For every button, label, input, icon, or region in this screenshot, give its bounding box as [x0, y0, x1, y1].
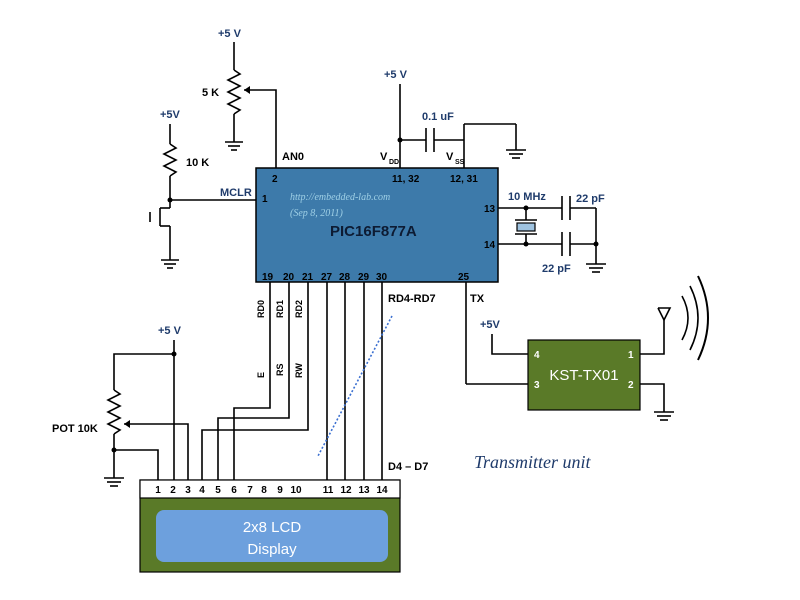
lcd-pin-4: 4 — [199, 485, 205, 496]
tx-pin-2: 2 — [628, 380, 634, 391]
pin-osc1: 13 — [484, 204, 496, 215]
tx-pin-3: 3 — [534, 380, 540, 391]
crystal-label: 10 MHz — [508, 191, 546, 203]
pin-an0: 2 — [272, 174, 278, 185]
transmitter: TX +5V KST-TX01 4 3 1 2 — [465, 275, 709, 421]
mcu-date: (Sep 8, 2011) — [290, 208, 344, 219]
tx-module-name: KST-TX01 — [549, 367, 618, 384]
lcd-line2: Display — [247, 541, 297, 558]
pot-value-label: 5 K — [202, 87, 219, 99]
pin-tx: 25 — [458, 272, 470, 283]
pin-osc2: 14 — [484, 240, 496, 251]
lcd-pin-13: 13 — [358, 485, 370, 496]
pin-vdd: 11, 32 — [392, 174, 420, 185]
pin-rd7: 30 — [376, 272, 388, 283]
tx-module-body — [527, 339, 641, 411]
decoupling-cap: +5 V 0.1 uF — [384, 69, 526, 168]
lcd-pin-5: 5 — [215, 485, 221, 496]
cap-lower-label: 22 pF — [542, 263, 571, 275]
mclr-label: MCLR — [220, 187, 252, 199]
pin-rd0: 19 — [262, 272, 274, 283]
vdd-label: V — [380, 151, 388, 163]
tx-pin-4: 4 — [534, 350, 540, 361]
lcd-bus: RD4-RD7 D4 – D7 RD0 RD1 RD2 E RS RW — [201, 282, 436, 480]
oscillator: 10 MHz 22 pF 22 pF — [498, 191, 606, 275]
lcd-line1: 2x8 LCD — [243, 519, 302, 536]
pin-mclr: 1 — [262, 194, 268, 205]
lcd-pin-10: 10 — [290, 485, 302, 496]
lcd-pin-12: 12 — [340, 485, 352, 496]
an0-label: AN0 — [282, 151, 304, 163]
rd2-label: RD2 — [294, 300, 304, 318]
mcu-body — [255, 167, 499, 283]
vdd-sub: DD — [389, 159, 399, 166]
cap-upper-label: 22 pF — [576, 193, 605, 205]
lcd-contrast-pot: +5 V POT 10K — [52, 325, 189, 487]
d4-d7-label: D4 – D7 — [388, 461, 428, 473]
lcd-pin-11: 11 — [323, 485, 334, 496]
tx-vcc-label: +5V — [480, 319, 501, 331]
lcd-vcc-label: +5 V — [158, 325, 182, 337]
pin-rd6: 29 — [358, 272, 370, 283]
mcu: http://embedded-lab.com (Sep 8, 2011) PI… — [255, 151, 499, 283]
lcd-pin-9: 9 — [277, 485, 283, 496]
vss-label: V — [446, 151, 454, 163]
pin-rd2: 21 — [302, 272, 314, 283]
mclr-vcc-label: +5V — [160, 109, 181, 121]
rs-label: RS — [275, 363, 285, 376]
pin-vss: 12, 31 — [450, 174, 478, 185]
decoupling-vcc-label: +5 V — [384, 69, 408, 81]
tx-pin-1: 1 — [628, 350, 634, 361]
rd0-label: RD0 — [256, 300, 266, 318]
e-label: E — [256, 372, 266, 378]
lcd-pin-3: 3 — [185, 485, 191, 496]
pullup-value-label: 10 K — [186, 157, 209, 169]
mclr-circuit: +5V 10 K MCLR — [149, 109, 256, 269]
lcd-pin-14: 14 — [376, 485, 388, 496]
rd4-rd7-label: RD4-RD7 — [388, 293, 436, 305]
lcd-pin-header — [139, 479, 401, 499]
pin-rd4: 27 — [321, 272, 333, 283]
mcu-name: PIC16F877A — [330, 223, 417, 240]
lcd-pin-6: 6 — [231, 485, 237, 496]
lcd-screen — [156, 510, 388, 562]
rw-label: RW — [294, 363, 304, 378]
pot-5k: +5 V 5 K — [202, 28, 277, 168]
pin-rd1: 20 — [283, 272, 295, 283]
rd1-label: RD1 — [275, 300, 285, 318]
lcd-pin-2: 2 — [170, 485, 176, 496]
lcd-pot-label: POT 10K — [52, 423, 98, 435]
vss-sub: SS — [455, 159, 465, 166]
mcu-website: http://embedded-lab.com — [290, 192, 390, 203]
tx-label: TX — [470, 293, 485, 305]
caption: Transmitter unit — [474, 452, 592, 472]
decoupling-cap-label: 0.1 uF — [422, 111, 454, 123]
pot-vcc-label: +5 V — [218, 28, 242, 40]
lcd-pin-8: 8 — [261, 485, 267, 496]
lcd-pin-7: 7 — [247, 485, 253, 496]
pin-rd5: 28 — [339, 272, 351, 283]
lcd-pin-1: 1 — [155, 485, 161, 496]
